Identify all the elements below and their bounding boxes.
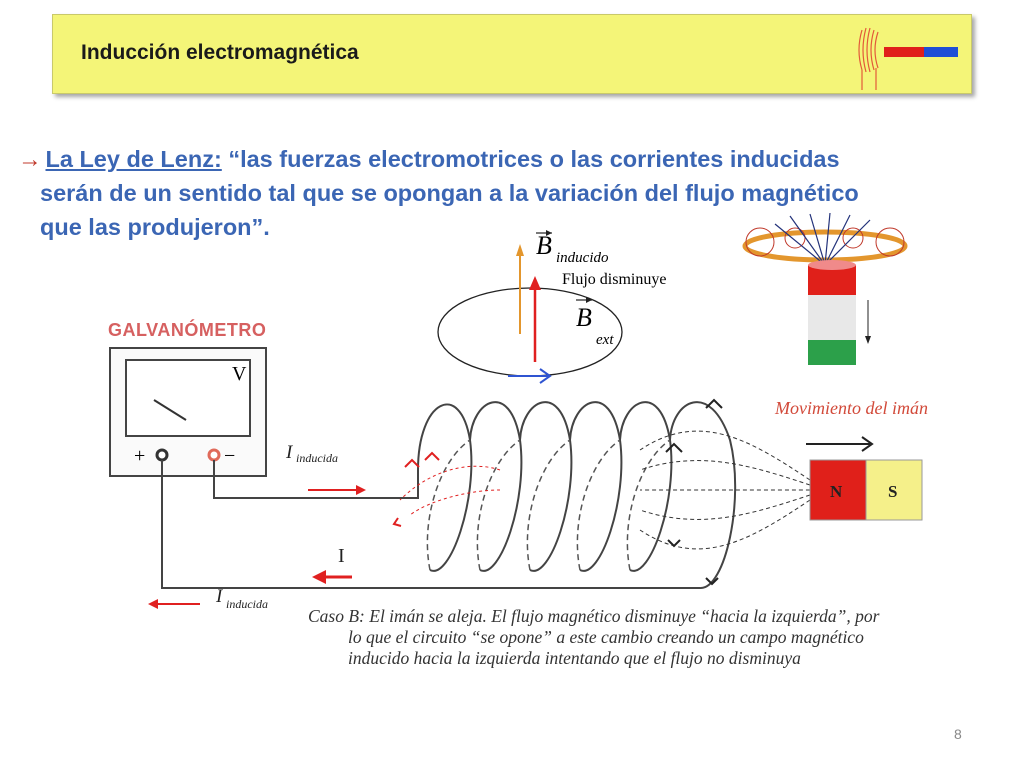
magnet-n-label: N xyxy=(830,482,843,501)
terminal-left-icon xyxy=(155,448,169,462)
b-ext-symbol: B xyxy=(576,303,592,332)
solenoid-coil-back xyxy=(426,439,671,571)
solenoid-coil xyxy=(417,401,737,590)
i-induced-2-subscript: inducida xyxy=(226,597,268,611)
lenz-law-name: La Ley de Lenz: xyxy=(45,146,222,172)
magnet-motion-label: Movimiento del imán xyxy=(775,398,928,418)
coil-magnet-logo-icon xyxy=(858,27,958,90)
i-induced-2: I xyxy=(215,586,224,607)
bullet-arrow-icon: → xyxy=(18,146,42,172)
induction-circuit-diagram: V + − I inducida I xyxy=(109,347,923,611)
i-label: I xyxy=(338,545,345,567)
b-induced-subscript: inducido xyxy=(556,250,609,266)
magnetic-field-lines xyxy=(639,430,811,550)
page-number: 8 xyxy=(954,726,962,742)
magnet-field-illustration xyxy=(742,212,908,365)
galvanometer-needle xyxy=(153,399,187,421)
magnet-s-label: S xyxy=(888,482,897,501)
terminal-right-icon xyxy=(207,448,221,462)
magnet-north-pole xyxy=(809,459,867,521)
meter-letter: V xyxy=(232,363,247,385)
caso-b-explanation: Caso B: El imán se aleja. El flujo magné… xyxy=(308,606,998,669)
i-induced-1: I xyxy=(285,442,294,463)
terminal-plus: + xyxy=(134,445,145,467)
induced-current-arrow-right-icon xyxy=(308,485,366,495)
induced-current-arrow-left-icon xyxy=(148,599,200,609)
b-induced-symbol: B xyxy=(536,231,552,260)
lenz-quote-line-2: serán de un sentido tal que se opongan a… xyxy=(40,180,859,206)
current-arrow-left-icon xyxy=(312,570,352,584)
wire-right-terminal xyxy=(213,460,419,499)
slide-title: Inducción electromagnética xyxy=(81,41,359,64)
b-ext-subscript: ext xyxy=(596,332,614,348)
magnet-motion-arrow-icon xyxy=(806,436,874,452)
lenz-quote-line-1: “las fuerzas electromotrices o las corri… xyxy=(228,146,840,172)
magnet-south-pole xyxy=(865,459,923,521)
caso-b-line-2: lo que el circuito “se opone” a este cam… xyxy=(348,627,864,647)
flux-decreases-label: Flujo disminuye xyxy=(562,271,666,288)
lenz-quote-line-3: que las produjeron”. xyxy=(40,214,270,240)
galvanometer-label: GALVANÓMETRO xyxy=(108,320,267,340)
lenz-law-statement: →La Ley de Lenz: “las fuerzas electromot… xyxy=(18,142,968,244)
terminal-minus: − xyxy=(224,445,235,467)
i-induced-1-subscript: inducida xyxy=(296,451,338,465)
caso-b-line-1: Caso B: El imán se aleja. El flujo magné… xyxy=(308,606,880,626)
galvanometer-display xyxy=(125,359,251,437)
flux-loop-diagram: B inducido Flujo disminuye B ext xyxy=(437,230,666,384)
wire-left-terminal xyxy=(161,460,700,589)
caso-b-line-3: inducido hacia la izquierda intentando q… xyxy=(348,648,801,668)
title-banner: Inducción electromagnética xyxy=(52,14,972,94)
